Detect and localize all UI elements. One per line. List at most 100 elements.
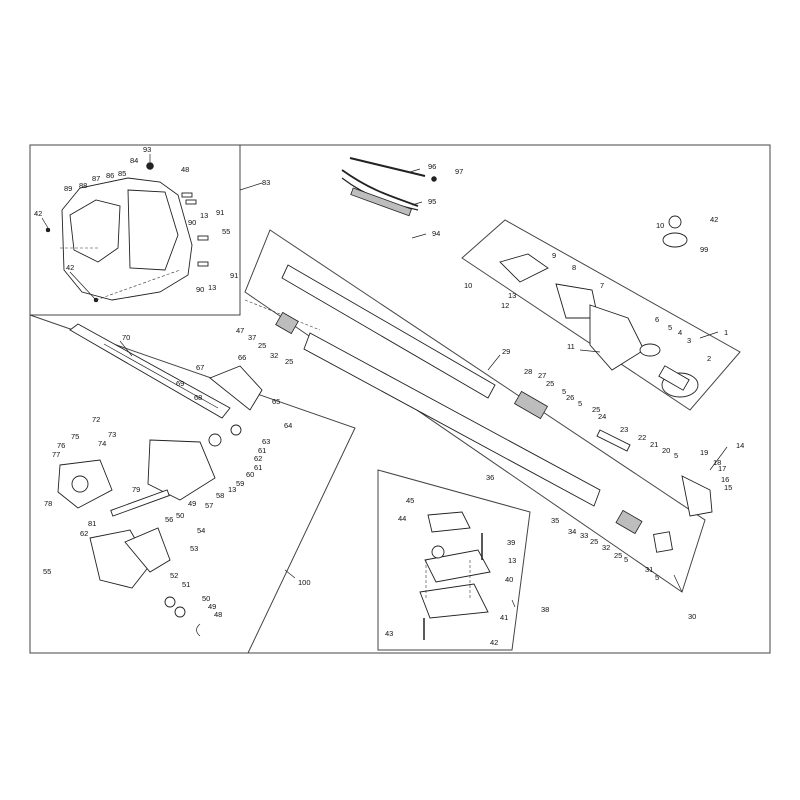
callout-5-shaft-c: 5 bbox=[674, 451, 678, 460]
callout-51: 51 bbox=[182, 580, 190, 589]
callout-76: 76 bbox=[57, 441, 65, 450]
callout-48: 48 bbox=[181, 165, 189, 174]
callout-25-c: 25 bbox=[546, 379, 554, 388]
callout-58: 58 bbox=[216, 491, 224, 500]
callout-90-b: 90 bbox=[196, 285, 204, 294]
callout-25-f: 25 bbox=[614, 551, 622, 560]
callout-13-engine: 13 bbox=[508, 291, 516, 300]
callout-42-bracket: 42 bbox=[490, 638, 498, 647]
callout-5-shaft-d: 5 bbox=[624, 555, 628, 564]
callout-81: 81 bbox=[88, 519, 96, 528]
callout-42-topleft: 42 bbox=[34, 209, 42, 218]
callout-9: 9 bbox=[552, 251, 556, 260]
callout-33: 33 bbox=[580, 531, 588, 540]
bracket-assembly bbox=[419, 511, 491, 640]
callout-5-shaft-e: 5 bbox=[655, 573, 659, 582]
callout-83: 83 bbox=[262, 178, 270, 187]
shaft-tube-assembly bbox=[244, 264, 713, 553]
callout-91: 91 bbox=[216, 208, 224, 217]
callout-50-b: 50 bbox=[202, 594, 210, 603]
callout-23: 23 bbox=[620, 425, 628, 434]
callout-19: 19 bbox=[700, 448, 708, 457]
chainsaw-head-assembly bbox=[57, 323, 263, 637]
callout-3: 3 bbox=[687, 336, 691, 345]
callout-74: 74 bbox=[98, 439, 106, 448]
callout-labels: 93 84 48 87 86 85 88 89 83 42 13 91 90 5… bbox=[34, 145, 744, 647]
callout-14: 14 bbox=[736, 441, 744, 450]
leader-lines bbox=[41, 154, 728, 608]
callout-64: 64 bbox=[284, 421, 292, 430]
callout-8: 8 bbox=[572, 263, 576, 272]
callout-39: 39 bbox=[507, 538, 515, 547]
callout-32-a: 32 bbox=[270, 351, 278, 360]
callout-55-head: 55 bbox=[43, 567, 51, 576]
callout-95: 95 bbox=[428, 197, 436, 206]
callout-43: 43 bbox=[385, 629, 393, 638]
callout-30: 30 bbox=[688, 612, 696, 621]
callout-41: 41 bbox=[500, 613, 508, 622]
callout-6: 6 bbox=[655, 315, 659, 324]
callout-84: 84 bbox=[130, 156, 138, 165]
callout-25-d: 25 bbox=[592, 405, 600, 414]
callout-57: 57 bbox=[205, 501, 213, 510]
callout-88: 88 bbox=[79, 181, 87, 190]
callout-2: 2 bbox=[707, 354, 711, 363]
engine-housing-parts bbox=[499, 215, 699, 398]
callout-99: 99 bbox=[700, 245, 708, 254]
callout-66: 66 bbox=[238, 353, 246, 362]
callout-49-a: 49 bbox=[188, 499, 196, 508]
callout-37: 37 bbox=[248, 333, 256, 342]
callout-35: 35 bbox=[551, 516, 559, 525]
callout-91-b: 91 bbox=[230, 271, 238, 280]
callout-55-topleft: 55 bbox=[222, 227, 230, 236]
cables-and-spring bbox=[341, 157, 437, 217]
callout-75: 75 bbox=[71, 432, 79, 441]
callout-68: 68 bbox=[194, 393, 202, 402]
callout-72: 72 bbox=[92, 415, 100, 424]
callout-5-shaft-b: 5 bbox=[578, 399, 582, 408]
callout-42-topleft-b: 42 bbox=[66, 263, 74, 272]
callout-28: 28 bbox=[524, 367, 532, 376]
callout-96: 96 bbox=[428, 162, 436, 171]
callout-24: 24 bbox=[598, 412, 606, 421]
callout-25-e: 25 bbox=[590, 537, 598, 546]
callout-36: 36 bbox=[486, 473, 494, 482]
callout-10: 10 bbox=[656, 221, 664, 230]
callout-17: 17 bbox=[718, 464, 726, 473]
callout-5-engine: 5 bbox=[668, 323, 672, 332]
callout-62-b: 62 bbox=[80, 529, 88, 538]
callout-54: 54 bbox=[197, 526, 205, 535]
callout-45: 45 bbox=[406, 496, 414, 505]
callout-25-b: 25 bbox=[285, 357, 293, 366]
callout-63: 63 bbox=[262, 437, 270, 446]
callout-18: 18 bbox=[713, 458, 721, 467]
callout-16: 16 bbox=[721, 475, 729, 484]
callout-27: 27 bbox=[538, 371, 546, 380]
callout-48-head: 48 bbox=[214, 610, 222, 619]
callout-42-engine: 42 bbox=[710, 215, 718, 224]
callout-20: 20 bbox=[662, 446, 670, 455]
callout-11: 11 bbox=[567, 342, 575, 351]
callout-77: 77 bbox=[52, 450, 60, 459]
callout-10-b: 10 bbox=[464, 281, 472, 290]
callout-7: 7 bbox=[600, 281, 604, 290]
callout-97: 97 bbox=[455, 167, 463, 176]
callout-15: 15 bbox=[724, 483, 732, 492]
callout-85: 85 bbox=[118, 169, 126, 178]
callout-49-b: 49 bbox=[208, 602, 216, 611]
callout-4: 4 bbox=[678, 328, 682, 337]
callout-61-b: 61 bbox=[254, 463, 262, 472]
callout-65: 65 bbox=[272, 397, 280, 406]
callout-13-bracket: 13 bbox=[508, 556, 516, 565]
callout-61-a: 61 bbox=[258, 446, 266, 455]
callout-94: 94 bbox=[432, 229, 440, 238]
callout-93: 93 bbox=[143, 145, 151, 154]
callout-5-shaft-a: 5 bbox=[562, 387, 566, 396]
callout-78: 78 bbox=[44, 499, 52, 508]
callout-13-topleft-b: 13 bbox=[208, 283, 216, 292]
callout-44: 44 bbox=[398, 514, 406, 523]
callout-86: 86 bbox=[106, 171, 114, 180]
callout-47: 47 bbox=[236, 326, 244, 335]
callout-59: 59 bbox=[236, 479, 244, 488]
callout-90: 90 bbox=[188, 218, 196, 227]
